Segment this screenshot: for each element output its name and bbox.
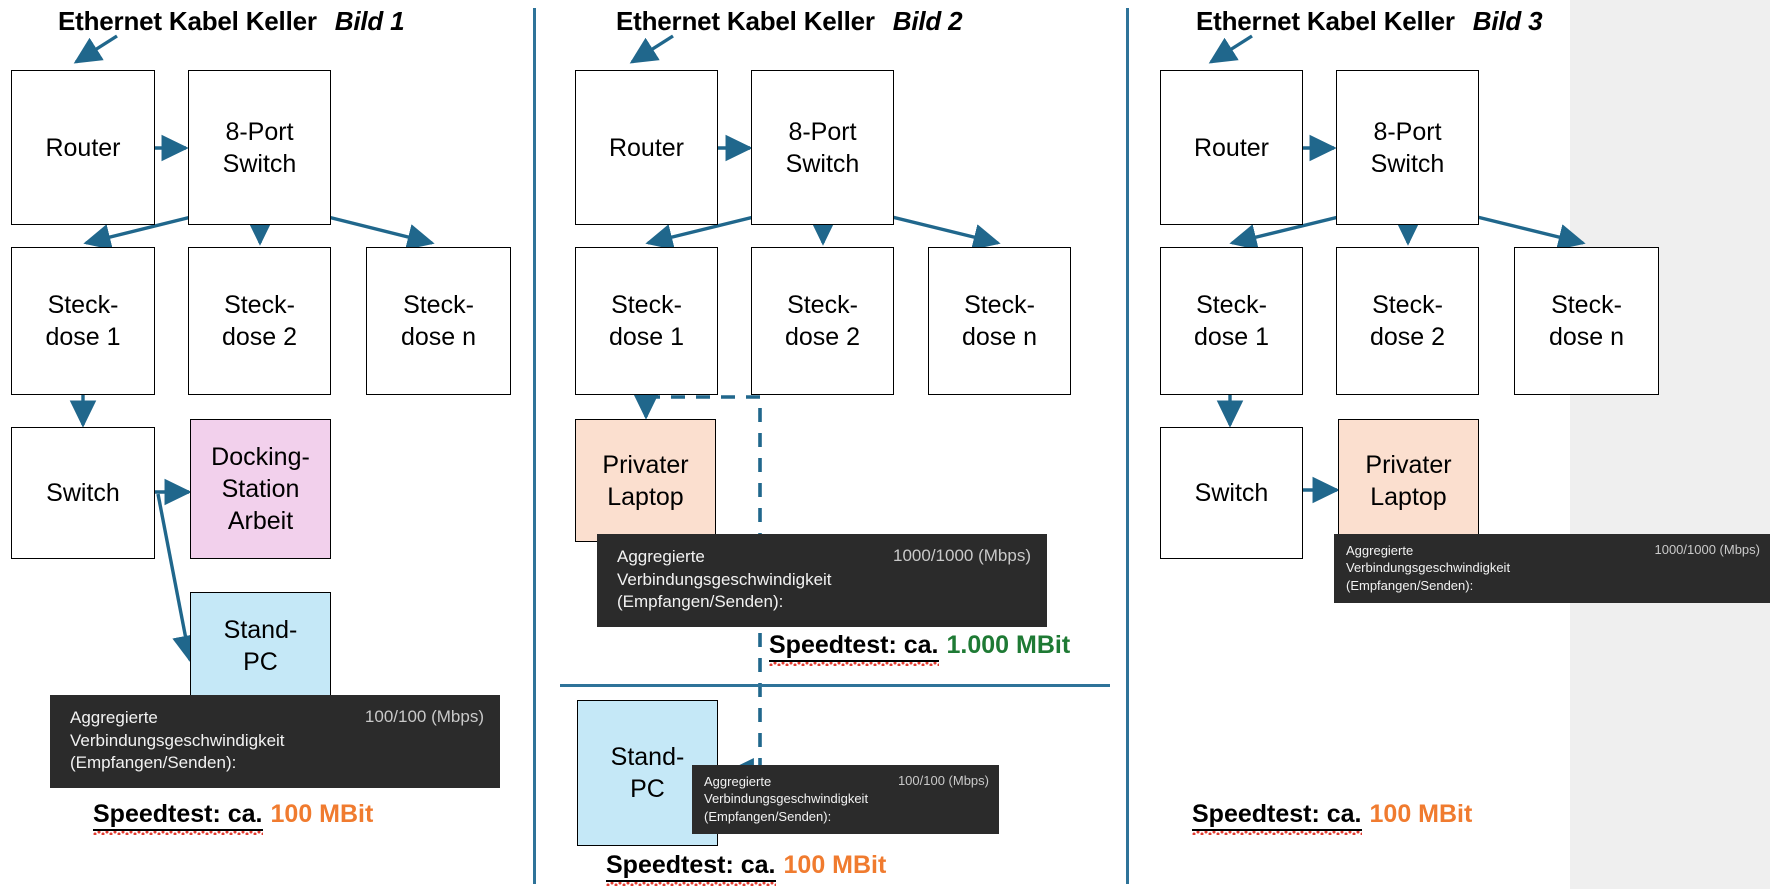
panel-1-tooltip-label: Aggregierte Verbindungsgeschwindigkeit (… — [70, 708, 285, 773]
panel-3-speedtest-prefix: Speedtest: ca. — [1192, 800, 1362, 831]
panel-2-node-privater-laptop[interactable]: Privater Laptop — [575, 419, 716, 542]
panel-1-speedtest-prefix: Speedtest: ca. — [93, 800, 263, 831]
panel-1-node-8-port-switch[interactable]: 8-Port Switch — [188, 70, 331, 225]
panel-1-node-steckdose-2[interactable]: Steck- dose 2 — [188, 247, 331, 395]
panel-3-heading-bild: Bild 3 — [1472, 6, 1543, 36]
panel-2-speedtest-caption-bottom: Speedtest: ca.100 MBit — [606, 851, 887, 882]
panel-divider-2 — [1126, 8, 1129, 884]
panel-2-node-steckdose-2[interactable]: Steck- dose 2 — [751, 247, 894, 395]
panel-1-node-router[interactable]: Router — [11, 70, 155, 225]
panel-2-speedtest-top-prefix: Speedtest: ca. — [769, 631, 939, 662]
panel-2-speedtest-caption-top: Speedtest: ca.1.000 MBit — [769, 631, 1071, 662]
panel-2-speedtest-top-value: 1.000 MBit — [946, 631, 1071, 659]
panel-2-heading-bild: Bild 2 — [892, 6, 963, 36]
panel-3-heading: Ethernet Kabel Keller Bild 3 — [1196, 6, 1543, 37]
panel-2-inner-divider — [560, 684, 1110, 687]
panel-2-heading-main: Ethernet Kabel Keller — [616, 6, 875, 36]
panel-1-node-switch[interactable]: Switch — [11, 427, 155, 559]
panel-2-tooltip-bottom-label: Aggregierte Verbindungsgeschwindigkeit (… — [704, 774, 869, 824]
panel-3-heading-main: Ethernet Kabel Keller — [1196, 6, 1455, 36]
panel-1-heading-main: Ethernet Kabel Keller — [58, 6, 317, 36]
panel-3-node-switch[interactable]: Switch — [1160, 427, 1303, 559]
panel-2-speedtest-bottom-prefix: Speedtest: ca. — [606, 851, 776, 882]
panel-3-speedtest-caption: Speedtest: ca.100 MBit — [1192, 800, 1473, 831]
panel-3-node-privater-laptop[interactable]: Privater Laptop — [1338, 419, 1479, 542]
panel-2-speedtest-bottom-value: 100 MBit — [783, 851, 887, 879]
panel-1-heading: Ethernet Kabel Keller Bild 1 — [58, 6, 405, 37]
panel-1-speedtest-caption: Speedtest: ca.100 MBit — [93, 800, 374, 831]
panel-2-node-steckdose-1[interactable]: Steck- dose 1 — [575, 247, 718, 395]
panel-3-node-steckdose-2[interactable]: Steck- dose 2 — [1336, 247, 1479, 395]
panel-3-node-router[interactable]: Router — [1160, 70, 1303, 225]
panel-2-tooltip-bottom-value: 100/100 (Mbps) — [897, 773, 989, 788]
panel-1-tooltip-value: 100/100 (Mbps) — [364, 707, 484, 726]
panel-2-node-router[interactable]: Router — [575, 70, 718, 225]
page-margin-band — [1570, 0, 1770, 889]
panel-1-node-steckdose-1[interactable]: Steck- dose 1 — [11, 247, 155, 395]
panel-3-tooltip-link-speed: Aggregierte Verbindungsgeschwindigkeit (… — [1334, 534, 1770, 603]
panel-3-node-8-port-switch[interactable]: 8-Port Switch — [1336, 70, 1479, 225]
panel-divider-1 — [533, 8, 536, 884]
panel-3-node-steckdose-n[interactable]: Steck- dose n — [1514, 247, 1659, 395]
panel-2-heading: Ethernet Kabel Keller Bild 2 — [616, 6, 963, 37]
panel-1-node-stand-pc[interactable]: Stand- PC — [190, 592, 331, 699]
panel-3-tooltip-value: 1000/1000 (Mbps) — [1654, 542, 1760, 557]
panel-2-tooltip-link-speed-bottom: Aggregierte Verbindungsgeschwindigkeit (… — [692, 765, 999, 834]
panel-1-speedtest-value: 100 MBit — [270, 800, 374, 828]
panel-3-speedtest-value: 100 MBit — [1369, 800, 1473, 828]
panel-1-tooltip-link-speed: Aggregierte Verbindungsgeschwindigkeit (… — [50, 695, 500, 788]
panel-1-node-docking-station-arbeit[interactable]: Docking- Station Arbeit — [190, 419, 331, 559]
panel-2-tooltip-link-speed-top: Aggregierte Verbindungsgeschwindigkeit (… — [597, 534, 1047, 627]
panel-1-node-steckdose-n[interactable]: Steck- dose n — [366, 247, 511, 395]
panel-2-node-8-port-switch[interactable]: 8-Port Switch — [751, 70, 894, 225]
panel-1-heading-bild: Bild 1 — [334, 6, 405, 36]
panel-3-node-steckdose-1[interactable]: Steck- dose 1 — [1160, 247, 1303, 395]
panel-3-tooltip-label: Aggregierte Verbindungsgeschwindigkeit (… — [1346, 543, 1511, 593]
panel-2-node-steckdose-n[interactable]: Steck- dose n — [928, 247, 1071, 395]
panel-2-tooltip-top-label: Aggregierte Verbindungsgeschwindigkeit (… — [617, 547, 832, 612]
panel-2-tooltip-top-value: 1000/1000 (Mbps) — [893, 546, 1031, 565]
